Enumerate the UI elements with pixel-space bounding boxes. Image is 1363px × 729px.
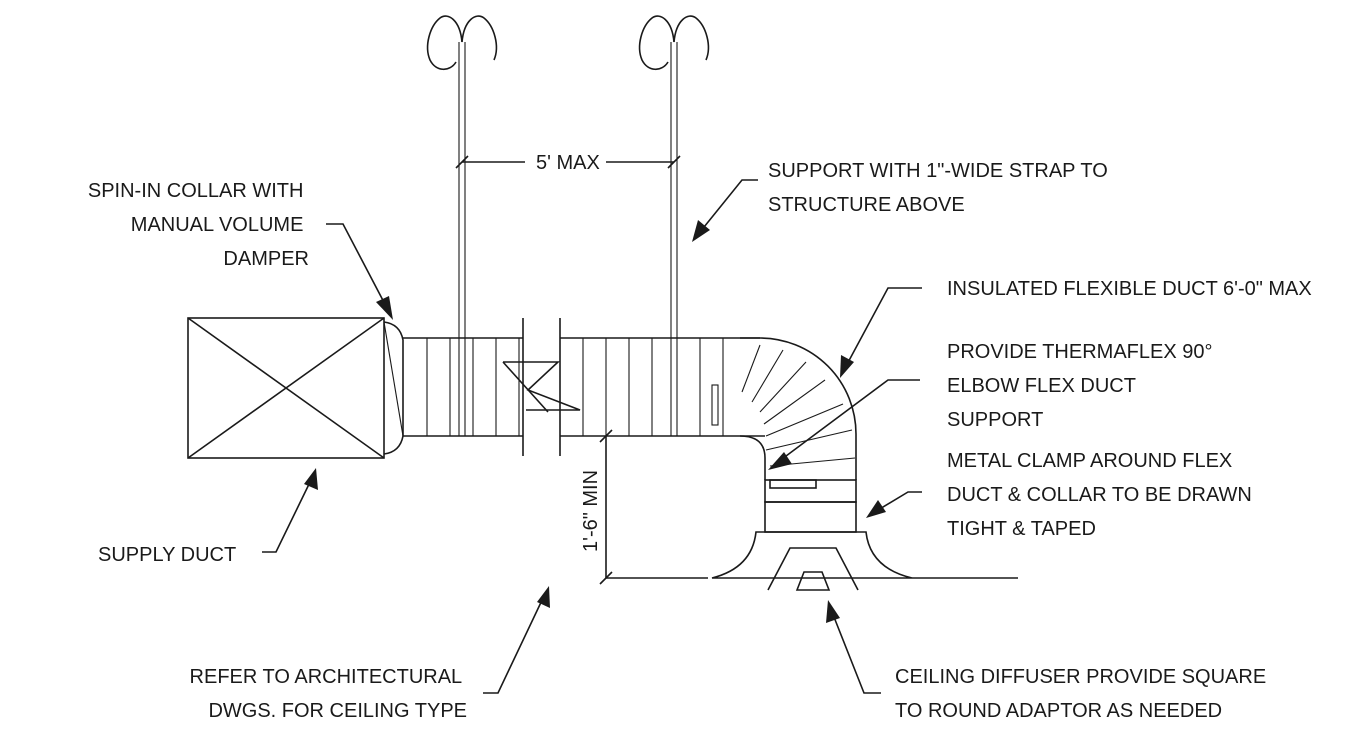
dimension-5ft-max: 5' MAX	[536, 152, 600, 174]
dimension-1ft6-min: 1'-6" MIN	[580, 470, 602, 552]
label-insulated-duct: INSULATED FLEXIBLE DUCT 6'-0" MAX	[947, 278, 1312, 300]
flex-duct-right	[560, 337, 765, 437]
break-symbol	[502, 318, 581, 456]
leader-metal-clamp	[866, 491, 922, 518]
hanger-strap-left	[426, 15, 498, 436]
label-spin-in-collar: SPIN-IN COLLAR WITH MANUAL VOLUME DAMPER	[88, 180, 309, 270]
dimension-hanger-spacing: 5' MAX	[455, 152, 681, 174]
leader-insulated-duct	[840, 287, 922, 378]
leader-thermaflex	[768, 379, 920, 470]
label-ceiling-diffuser: CEILING DIFFUSER PROVIDE SQUARE TO ROUND…	[895, 666, 1272, 722]
label-refer-architectural: REFER TO ARCHITECTURAL DWGS. FOR CEILING…	[190, 666, 467, 722]
label-thermaflex: PROVIDE THERMAFLEX 90° ELBOW FLEX DUCT S…	[947, 341, 1218, 431]
leader-ceiling-diffuser	[826, 600, 881, 694]
leader-support-strap	[692, 179, 758, 242]
flex-duct-left	[403, 337, 523, 437]
dimension-ceiling-clearance: 1'-6" MIN	[580, 429, 708, 585]
supply-duct-box	[187, 317, 385, 459]
label-supply-duct: SUPPLY DUCT	[98, 544, 236, 566]
hanger-strap-right	[638, 15, 710, 436]
leader-supply-duct	[262, 468, 318, 553]
label-support-strap: SUPPORT WITH 1"-WIDE STRAP TO STRUCTURE …	[768, 160, 1113, 216]
spin-in-collar	[383, 321, 404, 455]
ceiling-diffuser	[711, 531, 913, 591]
leader-refer-architectural	[483, 586, 550, 694]
label-metal-clamp: METAL CLAMP AROUND FLEX DUCT & COLLAR TO…	[947, 450, 1257, 540]
flex-duct-elbow	[739, 337, 857, 489]
leader-spin-in-collar	[326, 223, 393, 320]
